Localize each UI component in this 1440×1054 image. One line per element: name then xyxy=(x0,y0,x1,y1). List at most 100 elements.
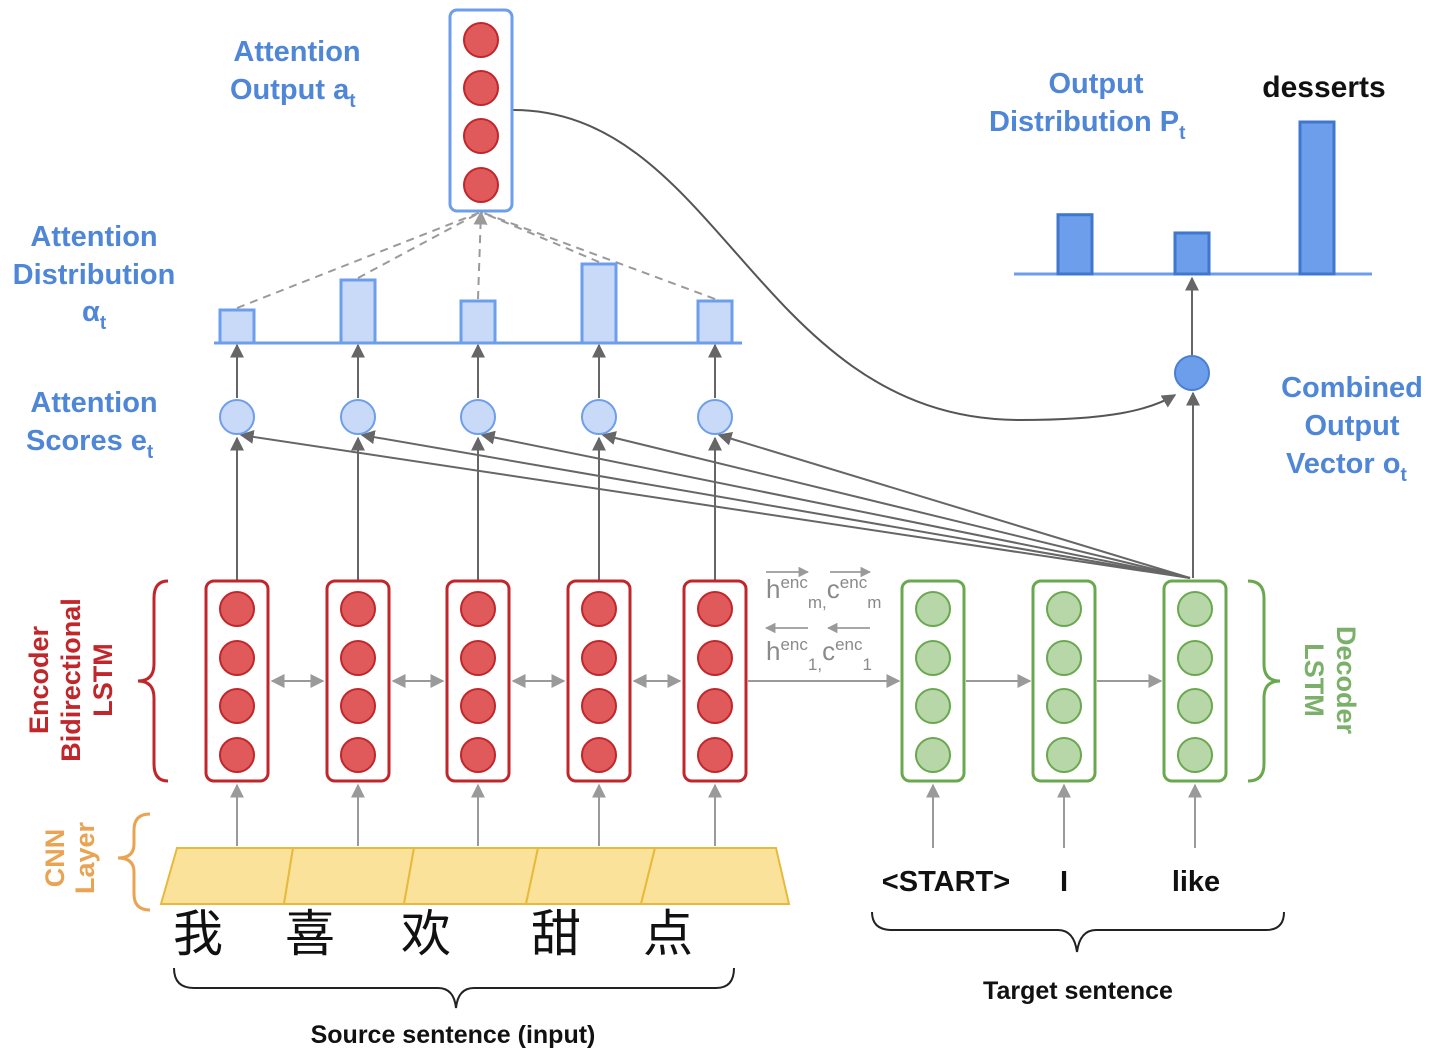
attention-output-vector xyxy=(448,8,514,213)
encoder-unit xyxy=(340,591,376,627)
decoder-label: Decoder LSTM xyxy=(1299,626,1361,735)
attention-bar xyxy=(339,278,377,345)
attention-score-node xyxy=(219,399,255,435)
encoder-unit xyxy=(340,737,376,773)
svg-text:Decoder: Decoder xyxy=(1331,626,1361,735)
output-distribution-label: Output xyxy=(1048,68,1143,100)
attention-weighting-line xyxy=(480,211,600,263)
decoder-unit xyxy=(915,737,951,773)
svg-text:hencm,cencm: hencm,cencm xyxy=(766,573,881,612)
decoder-cell xyxy=(1031,579,1097,783)
decoder-cell xyxy=(1162,579,1228,783)
output-distribution-bars xyxy=(1014,120,1372,276)
combined-output-node xyxy=(1174,355,1210,391)
cnn-cell xyxy=(639,847,791,905)
decoder-unit xyxy=(915,688,951,724)
attention-bar xyxy=(580,262,618,345)
attention-bar xyxy=(696,299,734,345)
attention-scores-label-2: Scores et xyxy=(26,425,154,463)
encoder-cell xyxy=(325,579,391,783)
svg-text:Layer: Layer xyxy=(70,821,100,894)
attention-distribution-label: Attention xyxy=(30,221,157,253)
encoder-unit xyxy=(697,591,733,627)
source-sentence-caption: Source sentence (input) xyxy=(311,1021,596,1049)
decoder-unit xyxy=(1046,688,1082,724)
cnn-cell xyxy=(282,847,416,905)
attention-score-node xyxy=(697,399,733,435)
source-token: 甜 xyxy=(531,905,581,963)
encoder-brace xyxy=(137,579,169,783)
cnn-layer-label: CNN Layer xyxy=(40,821,100,894)
forward-hidden-state-label: hencm,cencm xyxy=(766,566,881,612)
encoder-unit xyxy=(219,591,255,627)
decoder-to-score-arrow xyxy=(360,430,1191,579)
attention-score-node xyxy=(340,399,376,435)
encoder-unit xyxy=(340,688,376,724)
attention-bar xyxy=(459,299,497,345)
encoder-unit xyxy=(460,591,496,627)
svg-text:Bidirectional: Bidirectional xyxy=(56,598,86,762)
svg-text:Encoder: Encoder xyxy=(24,625,54,734)
attention-output-unit xyxy=(463,118,499,154)
target-token: like xyxy=(1172,866,1220,898)
attention-distribution-bars xyxy=(214,262,742,345)
combined-output-label-3: Vector ot xyxy=(1286,448,1407,486)
attention-to-combined-curve xyxy=(512,109,1177,422)
cnn-brace xyxy=(117,812,151,912)
encoder-unit xyxy=(581,640,617,676)
encoder-unit xyxy=(460,737,496,773)
encoder-cell xyxy=(204,579,270,783)
attention-bar xyxy=(218,308,256,345)
backward-hidden-state-label: henc1,cenc1 xyxy=(764,622,872,674)
output-distribution-bar xyxy=(1056,213,1094,276)
decoder-to-score-arrow xyxy=(239,429,1191,579)
output-distribution-bar xyxy=(1173,231,1211,276)
predicted-word-label: desserts xyxy=(1262,71,1385,104)
decoder-brace xyxy=(1247,579,1281,783)
output-distribution-bar xyxy=(1298,120,1336,276)
encoder-unit xyxy=(697,688,733,724)
encoder-unit xyxy=(460,688,496,724)
attention-output-unit xyxy=(463,70,499,106)
output-distribution-label-2: Distribution Pt xyxy=(989,106,1186,144)
svg-text:CNN: CNN xyxy=(40,829,70,888)
source-sentence-brace xyxy=(173,967,735,1009)
attention-weighting-line xyxy=(236,211,482,309)
encoder-label: Encoder Bidirectional LSTM xyxy=(24,598,118,762)
attention-scores-label: Attention xyxy=(30,387,157,419)
attention-output-label-2: Output at xyxy=(230,74,356,112)
decoder-to-score-arrow xyxy=(717,431,1191,579)
attention-weighting-line xyxy=(357,211,482,279)
target-sentence-caption: Target sentence xyxy=(983,977,1173,1005)
decoder-to-score-arrow xyxy=(480,430,1191,579)
encoder-unit xyxy=(697,640,733,676)
target-sentence-brace xyxy=(871,911,1285,953)
combined-output-label-2: Output xyxy=(1304,410,1399,442)
decoder-unit xyxy=(1046,591,1082,627)
decoder-unit xyxy=(1177,640,1213,676)
encoder-unit xyxy=(581,737,617,773)
decoder-to-score-arrow xyxy=(601,431,1191,579)
decoder-unit xyxy=(1177,688,1213,724)
decoder-unit xyxy=(1046,640,1082,676)
encoder-unit xyxy=(340,640,376,676)
attention-score-node xyxy=(581,399,617,435)
svg-text:henc1,cenc1: henc1,cenc1 xyxy=(766,635,872,674)
encoder-cell xyxy=(445,579,511,783)
attention-score-node xyxy=(460,399,496,435)
decoder-unit xyxy=(1177,591,1213,627)
cnn-cell xyxy=(159,847,295,905)
decoder-unit xyxy=(915,640,951,676)
attention-output-label: Attention xyxy=(233,36,360,68)
decoder-unit xyxy=(1046,737,1082,773)
cnn-cell xyxy=(524,847,657,905)
source-token: 点 xyxy=(643,905,693,963)
attention-output-unit xyxy=(463,167,499,203)
decoder-unit xyxy=(1177,737,1213,773)
decoder-unit xyxy=(915,591,951,627)
svg-text:LSTM: LSTM xyxy=(1299,643,1329,717)
encoder-cell xyxy=(566,579,632,783)
cnn-cell xyxy=(402,847,540,905)
attention-distribution-label-2: Distribution xyxy=(13,259,176,291)
